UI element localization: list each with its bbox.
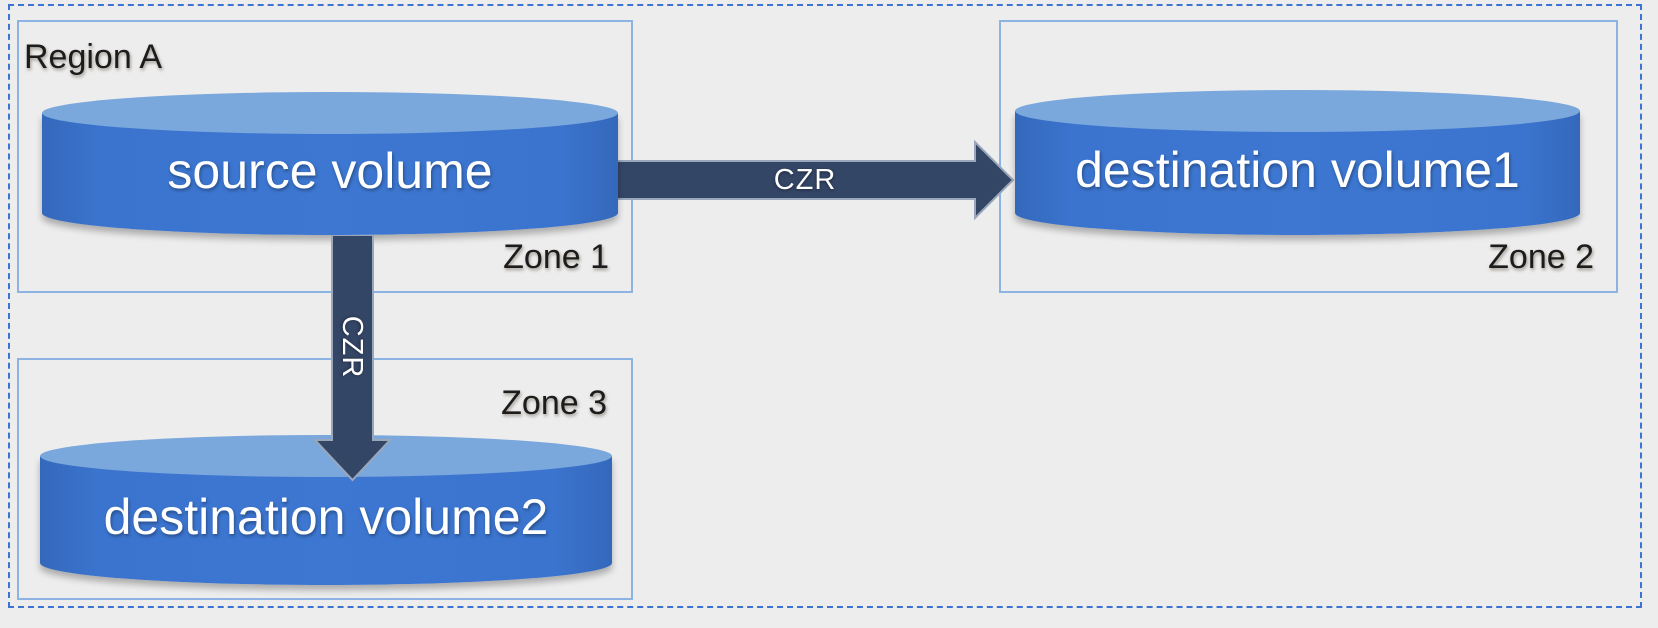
source-volume-cylinder: source volume: [42, 92, 618, 235]
zone-1-label: Zone 1: [503, 238, 609, 276]
czr-vertical-label: CZR: [336, 315, 369, 379]
cylinder-top-face: [1015, 90, 1580, 132]
czr-horizontal-label: CZR: [773, 163, 837, 196]
cylinder-top-face: [42, 92, 618, 134]
destination-volume1-label: destination volume1: [1075, 141, 1520, 198]
destination-volume2-label: destination volume2: [103, 489, 549, 545]
source-volume-label: source volume: [167, 142, 493, 199]
zone-3-label: Zone 3: [501, 384, 607, 422]
zone-2-label: Zone 2: [1488, 238, 1594, 276]
destination-volume1-cylinder: destination volume1: [1015, 90, 1580, 235]
region-label: Region A: [24, 38, 162, 76]
destination-volume2-cylinder: destination volume2: [40, 435, 612, 585]
